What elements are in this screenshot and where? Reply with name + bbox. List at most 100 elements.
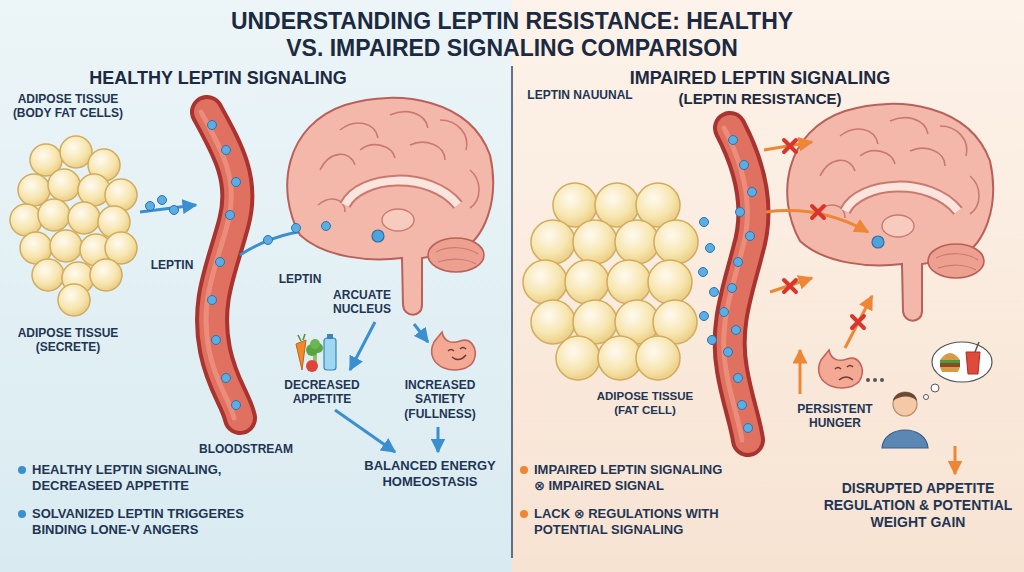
annotation-label: BLOODSTREAM (196, 442, 296, 456)
fat-cell-cluster (573, 220, 617, 264)
blocked-signal-arrow (845, 296, 872, 348)
thought-bubble (940, 367, 960, 372)
fat-cell-cluster (32, 259, 64, 291)
bullet-dot (18, 510, 26, 518)
leptin-molecule (710, 288, 719, 297)
annotation-label: INCREASED SATIETY (FULLNESS) (398, 378, 482, 421)
fat-cell-cluster (60, 136, 92, 168)
fat-cell-cluster (58, 284, 90, 316)
healthy-food-icon (296, 334, 336, 372)
blocked-x-mark (784, 140, 796, 152)
thought-bubble (940, 360, 960, 363)
blood-vessel (201, 112, 240, 418)
leptin-molecule (222, 146, 231, 155)
leptin-molecule (728, 284, 737, 293)
diagram-title: UNDERSTANDING LEPTIN RESISTANCE: HEALTHY… (152, 8, 872, 62)
fat-cell-cluster (607, 260, 651, 304)
bullet-dot (18, 466, 26, 518)
fat-cell-cluster (636, 336, 680, 380)
thought-bubble (931, 384, 939, 392)
thought-bubble (966, 352, 980, 374)
leptin-molecule (699, 268, 708, 277)
panel-heading: (LEPTIN RESISTANCE) (650, 90, 870, 108)
fat-cell-cluster (523, 260, 567, 304)
healthy-food-icon (306, 360, 318, 372)
fat-cell-cluster (10, 204, 42, 236)
annotation-label: LEPTIN NAUUNAL (520, 88, 640, 102)
leptin-flow-arrow (414, 324, 428, 342)
happy-stomach-icon (432, 332, 476, 370)
leptin-molecule (222, 374, 231, 383)
leptin-molecule (264, 236, 273, 245)
leptin-molecule (700, 218, 709, 227)
leptin-molecule (208, 296, 217, 305)
annotation-label: IMPAIRED LEPTIN SIGNALING ⊗ IMPAIRED SIG… (534, 462, 732, 493)
annotation-label: PERSISTENT HUNGER (790, 402, 880, 431)
bullet-dot (18, 466, 26, 474)
leptin-molecule (232, 401, 241, 410)
person-icon (882, 392, 928, 448)
leptin-molecule (170, 206, 179, 215)
annotation-label: DECREASED APPETITE (280, 378, 364, 407)
fat-cell-cluster (531, 220, 575, 264)
blocked-signal-arrow (799, 350, 802, 394)
annotation-label: ADIPOSE TISSUE (BODY FAT CELLS) (9, 92, 127, 121)
fat-cell-cluster (48, 169, 80, 201)
leptin-molecule (746, 232, 755, 241)
thought-bubble (924, 342, 993, 400)
hungry-stomach-icon (839, 377, 853, 380)
leptin-molecule (732, 326, 741, 335)
panel-background (511, 66, 513, 558)
healthy-food-icon (296, 340, 306, 370)
annotation-label: ADIPOSE TISSUE (SECRETE) (9, 326, 127, 355)
blocked-x-mark (852, 316, 864, 328)
leptin-molecule (748, 188, 757, 197)
leptin-molecule (146, 121, 331, 410)
bullet-dot (520, 466, 528, 474)
brain-sagittal (787, 104, 993, 321)
blocked-x-mark (784, 140, 864, 328)
person-icon (893, 392, 917, 416)
fat-cell-cluster (523, 183, 698, 380)
leptin-molecule (208, 121, 217, 130)
leptin-molecule (708, 336, 717, 345)
panel-background (512, 0, 1024, 572)
leptin-molecule (322, 222, 331, 231)
thought-bubble (940, 353, 960, 360)
leptin-flow-arrow (437, 427, 440, 452)
panel-background (0, 0, 512, 572)
annotation-label: BALANCED ENERGY HOMEOSTASIS (358, 458, 503, 489)
thought-bubble (940, 363, 960, 367)
happy-stomach-icon (432, 332, 476, 370)
bullet-dot (520, 510, 528, 518)
fat-cell-cluster (654, 220, 698, 264)
leptin-molecule (734, 258, 743, 267)
panel-heading: HEALTHY LEPTIN SIGNALING (68, 68, 368, 90)
fat-cell-cluster (10, 136, 137, 316)
leptin-molecule (736, 208, 745, 217)
person-icon (882, 430, 928, 448)
thought-dots (866, 378, 884, 382)
annotation-label: HEALTHY LEPTIN SIGNALING, DECREASEED APP… (32, 462, 272, 493)
leptin-molecule (146, 202, 155, 211)
blocked-signal-arrow (954, 446, 957, 474)
fat-cell-cluster (556, 336, 600, 380)
annotation-label: SOLVANIZED LEPTIN TRIGGERES BINDING LONE… (32, 506, 272, 537)
thought-dots (873, 378, 877, 382)
leptin-molecule (744, 424, 753, 433)
leptin-molecule (216, 258, 225, 267)
fat-cell-cluster (50, 230, 82, 262)
leptin-molecule (699, 136, 757, 433)
leptin-molecule (158, 196, 167, 205)
leptin-molecule (724, 348, 733, 357)
hungry-stomach-icon (819, 350, 863, 388)
fat-cell-cluster (565, 260, 609, 304)
blood-vessel (724, 128, 748, 440)
thought-dots (880, 378, 884, 382)
thought-dots (866, 378, 870, 382)
blocked-x-mark (784, 280, 796, 292)
healthy-food-icon (310, 339, 320, 349)
